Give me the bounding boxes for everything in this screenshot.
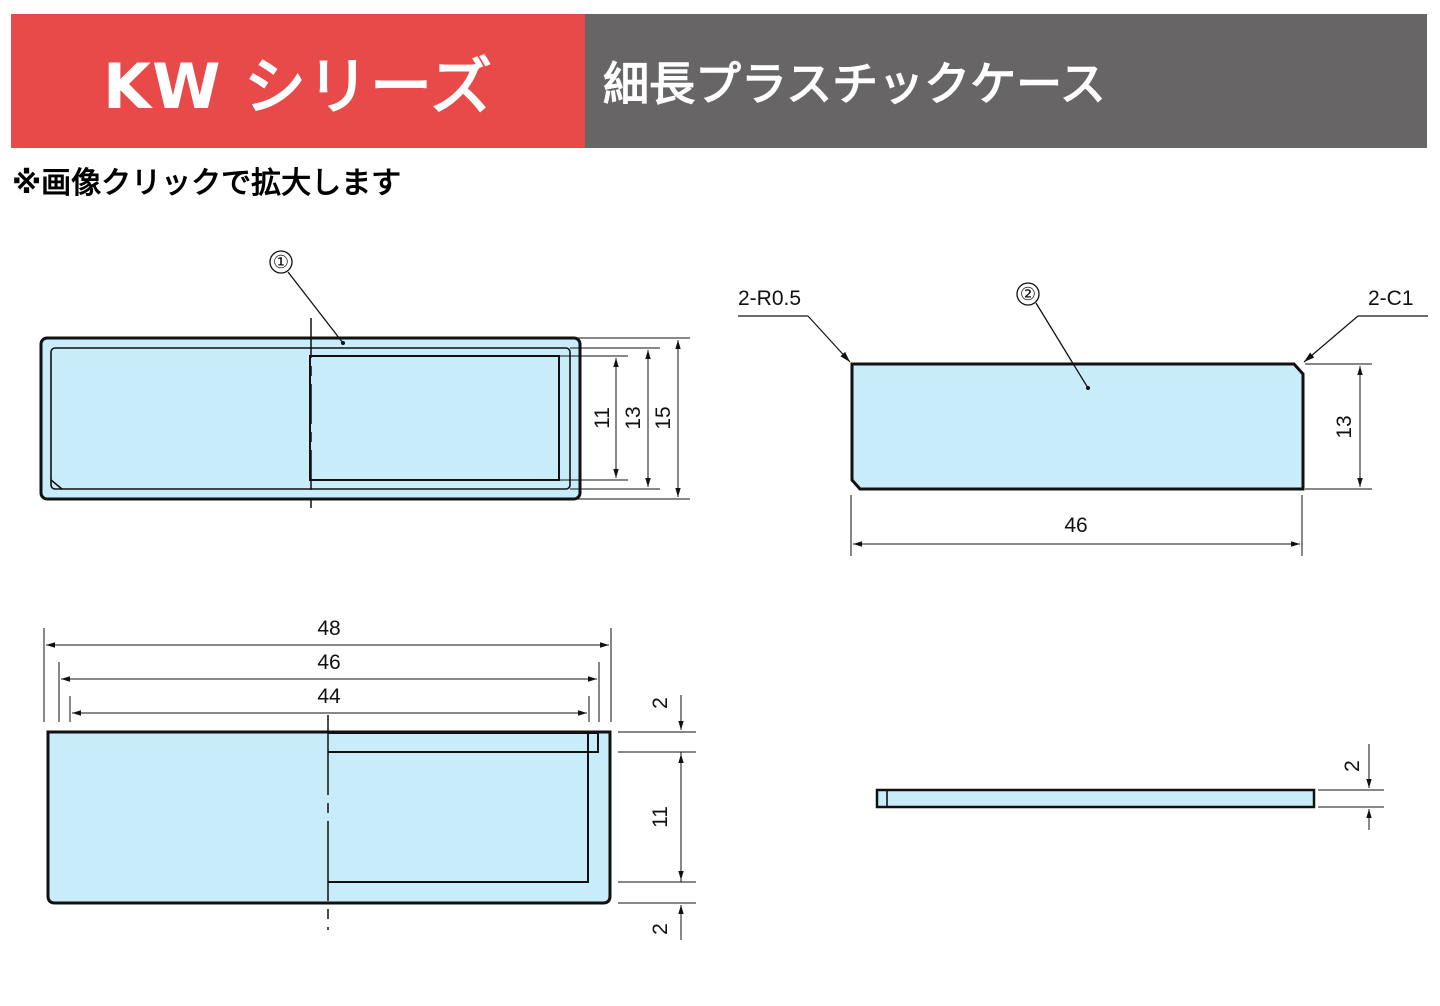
header-banner: KW シリーズ 細長プラスチックケース bbox=[11, 14, 1427, 148]
dim-13: 13 bbox=[622, 406, 645, 429]
lid-side-outline bbox=[875, 788, 1316, 809]
radius-callout: 2-R0.5 bbox=[738, 287, 801, 310]
part-marker-2: ② bbox=[1020, 284, 1036, 304]
dim-48: 48 bbox=[317, 617, 340, 640]
top-view: ① 11 13 15 bbox=[39, 250, 690, 515]
chamfer-callout: 2-C1 bbox=[1368, 287, 1414, 310]
front-pocket bbox=[328, 732, 599, 883]
lid-outline bbox=[850, 362, 1305, 491]
dim-mid-11: 11 bbox=[649, 806, 672, 828]
lid-view: ② 2-R0.5 2-C1 13 46 bbox=[738, 282, 1428, 556]
part-marker-1: ① bbox=[273, 252, 289, 272]
part-marker-2-circle bbox=[1016, 282, 1040, 306]
enlarge-note: ※画像クリックで拡大します bbox=[12, 166, 402, 201]
dim-44: 44 bbox=[317, 685, 341, 708]
dim-lid-width: 46 bbox=[1064, 514, 1087, 537]
front-outline bbox=[46, 730, 612, 905]
dim-11: 11 bbox=[591, 407, 614, 429]
dim-bot-2: 2 bbox=[649, 923, 672, 935]
lid-side-view: 2 bbox=[875, 744, 1384, 830]
dim-46: 46 bbox=[317, 651, 340, 674]
dim-top-2: 2 bbox=[649, 697, 672, 709]
dim-15: 15 bbox=[652, 406, 675, 429]
front-view: 48 46 44 2 11 2 bbox=[43, 617, 696, 940]
dim-lid-height: 13 bbox=[1333, 415, 1356, 438]
case-cavity-outline bbox=[309, 355, 560, 481]
series-title: KW シリーズ bbox=[11, 14, 585, 148]
part-marker-1-circle bbox=[269, 250, 293, 274]
product-name: 細長プラスチックケース bbox=[585, 14, 1427, 148]
dim-lid-thickness: 2 bbox=[1341, 760, 1364, 772]
